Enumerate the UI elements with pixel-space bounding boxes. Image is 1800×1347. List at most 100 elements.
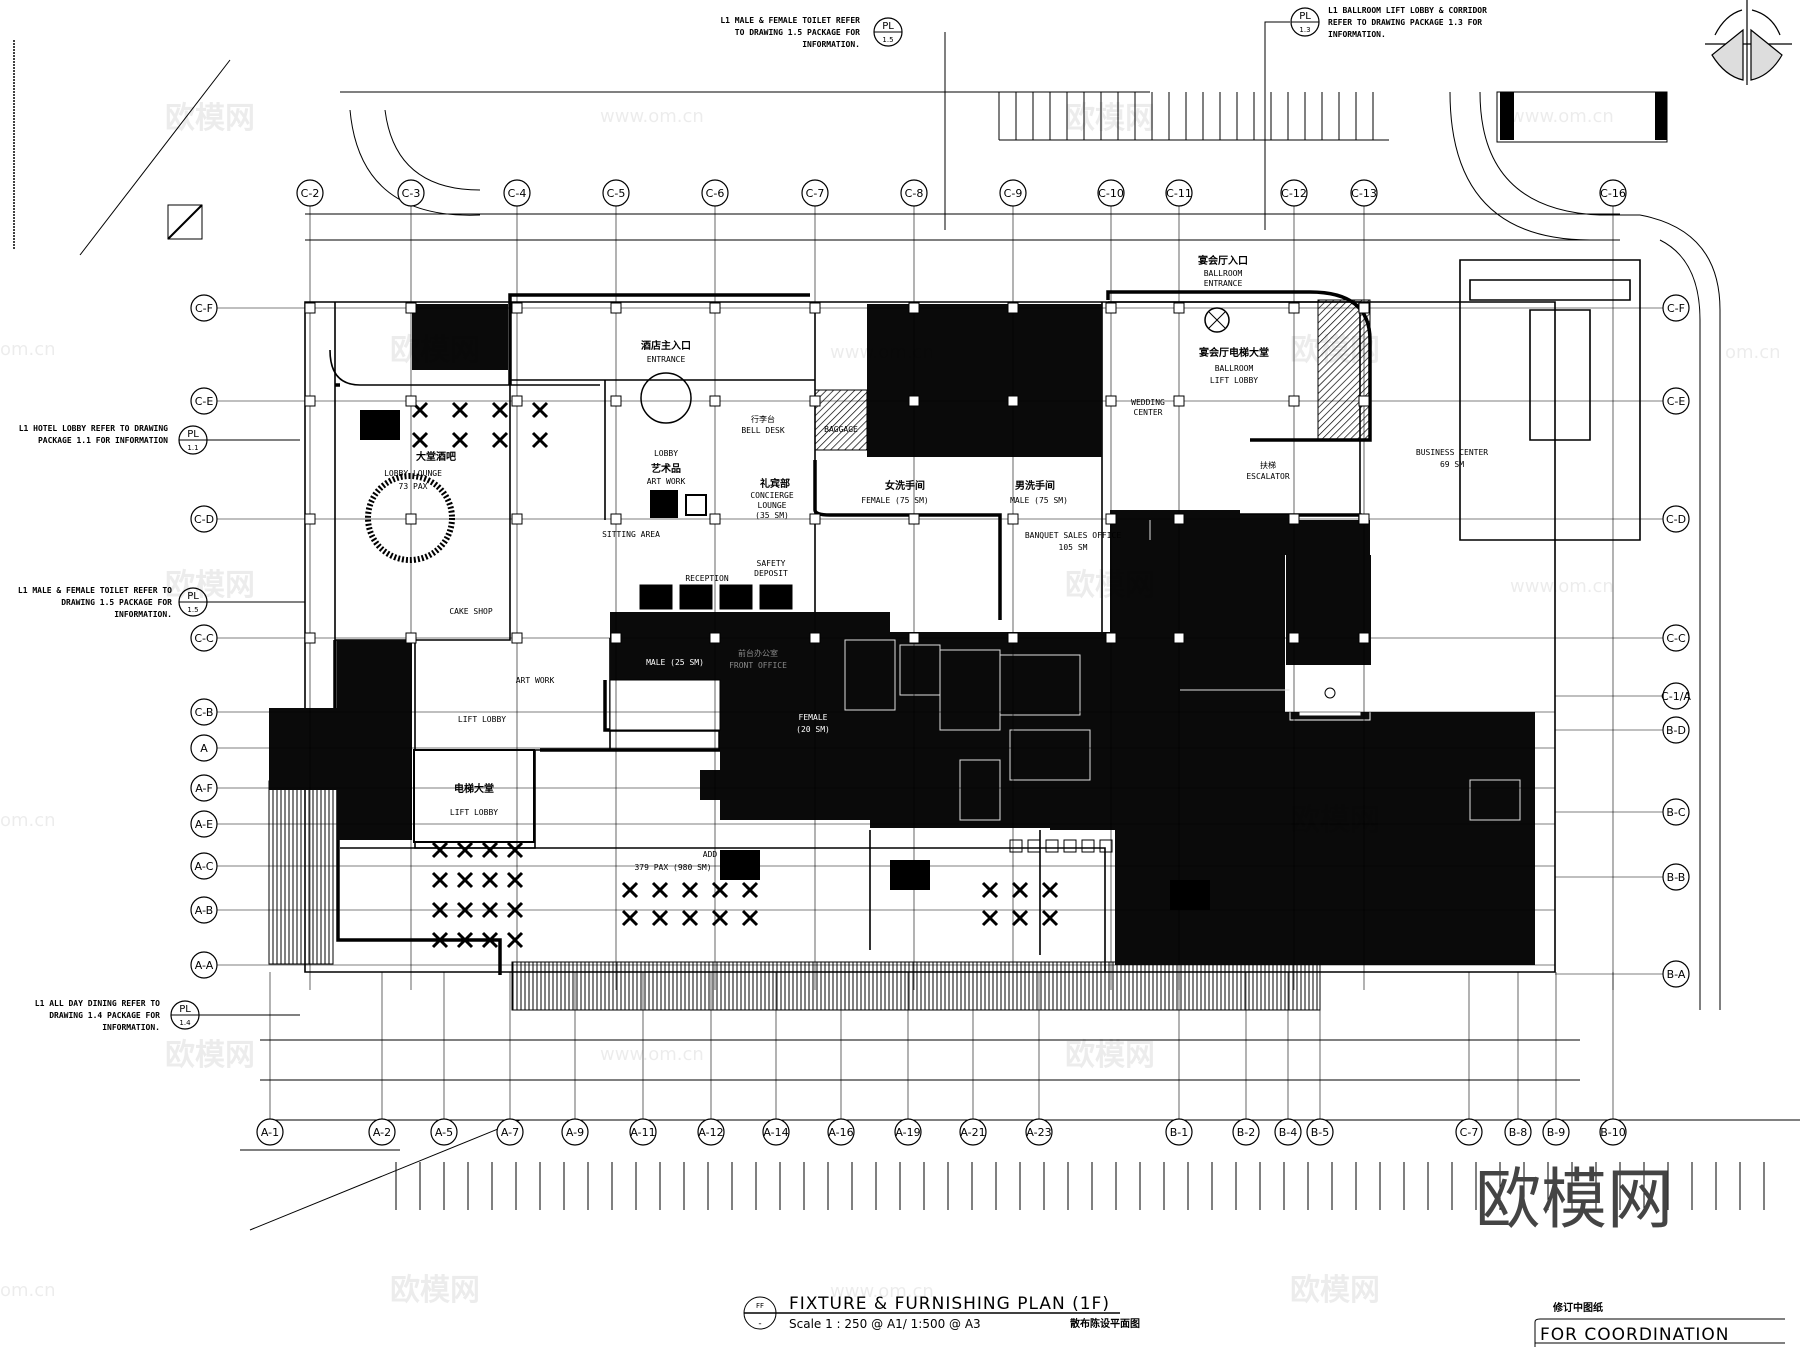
female-20-label-2: (20 SM): [796, 725, 830, 734]
grid-label: C-D: [1666, 513, 1686, 526]
svg-text:欧模网: 欧模网: [165, 568, 255, 603]
grid-bubble-bottom: B-2: [1232, 1118, 1260, 1146]
ballroom-lift-lobby-cn-label: 宴会厅电梯大堂: [1199, 346, 1269, 359]
landscape-strip: [511, 961, 1321, 1011]
callout-pl-1-1: PL1.1L1 HOTEL LOBBY REFER TO DRAWINGPACK…: [19, 424, 300, 455]
lobby-lounge-label-1: LOBBY LOUNGE: [384, 469, 442, 478]
grid-label: A: [200, 742, 208, 755]
grid-label: A-F: [195, 782, 213, 795]
drawing-title: FIXTURE & FURNISHING PLAN (1F): [789, 1294, 1110, 1314]
grid-bubble-bottom: A-23: [1025, 1118, 1053, 1146]
north-arrow-icon: [1705, 0, 1792, 85]
callout-text: PACKAGE 1.1 FOR INFORMATION: [38, 436, 168, 445]
svg-text:www.om.cn: www.om.cn: [600, 106, 704, 127]
business-center-label-1: BUSINESS CENTER: [1416, 448, 1488, 457]
grid-bubble-left: C-C: [190, 624, 218, 652]
grid-bubble-left: C-B: [190, 698, 218, 726]
svg-text:www.om.cn: www.om.cn: [1510, 106, 1614, 127]
lift-lobby-label: LIFT LOBBY: [450, 808, 498, 817]
spiral-stair: [365, 473, 455, 563]
grid-bubble-right: B-C: [1662, 798, 1690, 826]
art-work-icon: [650, 490, 678, 518]
grid-bubble-left: A-B: [190, 896, 218, 924]
grid-label: B-5: [1311, 1126, 1330, 1139]
male-25-label: MALE (25 SM): [646, 658, 704, 667]
ballroom-entrance-label-2: ENTRANCE: [1204, 279, 1243, 288]
cake-shop-label: CAKE SHOP: [449, 607, 493, 616]
logo-watermark: 欧模网: [1475, 1161, 1673, 1238]
grid-label: A-12: [698, 1126, 723, 1139]
banquet-sales-label-1: BANQUET SALES OFFICE: [1025, 531, 1122, 540]
sitting-area-label: SITTING AREA: [602, 530, 660, 539]
parking-stalls: [395, 91, 1765, 1210]
dining-capacity-label: 379 PAX (980 SM): [634, 863, 711, 872]
callout-ref: 1.5: [882, 36, 893, 44]
grid-label: B-A: [1667, 968, 1686, 981]
grid-bubble-bottom: B-9: [1542, 1118, 1570, 1146]
grid-bubble-bottom: A-19: [894, 1118, 922, 1146]
grid-label: B-4: [1279, 1126, 1298, 1139]
grid-label: C-1/A: [1661, 690, 1691, 703]
grid-bubble-left: A-A: [190, 951, 218, 979]
concierge-cn-label: 礼宾部: [760, 477, 790, 490]
svg-text:欧模网: 欧模网: [1065, 1038, 1155, 1073]
escalator-label: ESCALATOR: [1246, 472, 1290, 481]
callout-tag: PL: [187, 591, 199, 602]
callout-text: INFORMATION.: [102, 1023, 160, 1032]
grid-label: B-8: [1509, 1126, 1528, 1139]
grid-label: B-1: [1170, 1126, 1189, 1139]
grid-bubble-right: C-D: [1662, 505, 1690, 533]
title-bubble-tag: FF: [756, 1302, 764, 1310]
grid-label: C-7: [806, 187, 825, 200]
callout-text: TO DRAWING 1.5 PACKAGE FOR: [735, 28, 860, 37]
svg-text:欧模网: 欧模网: [390, 333, 480, 368]
safety-deposit-label-2: DEPOSIT: [754, 569, 788, 578]
grid-bubble-top: C-10: [1097, 179, 1125, 207]
grid-label: C-13: [1351, 187, 1377, 200]
concierge-label-1: CONCIERGE: [750, 491, 794, 500]
svg-text:欧模网: 欧模网: [1290, 803, 1380, 838]
grid-label: C-D: [194, 513, 214, 526]
add-label: ADD: [703, 850, 718, 859]
grid-label: C-C: [194, 632, 214, 645]
svg-text:www.om.cn: www.om.cn: [1510, 576, 1614, 597]
ballroom-entrance-label-1: BALLROOM: [1204, 269, 1243, 278]
ballroom-entrance-cn-label: 宴会厅入口: [1198, 254, 1248, 267]
drawing-title-cn: 散布陈设平面图: [1070, 1317, 1140, 1330]
concierge-label-2: LOUNGE: [758, 501, 787, 510]
svg-text:欧模网: 欧模网: [165, 1038, 255, 1073]
grid-bubble-bottom: A-11: [629, 1118, 657, 1146]
grid-bubble-right: C-E: [1662, 387, 1690, 415]
grid-bubble-top: C-5: [602, 179, 630, 207]
grid-label: C-E: [195, 395, 214, 408]
ballroom-door-x: [1208, 311, 1226, 329]
svg-text:om.cn: om.cn: [0, 339, 56, 360]
svg-text:欧模网: 欧模网: [1290, 333, 1380, 368]
grid-label: A-5: [435, 1126, 453, 1139]
ballroom-lift-lobby-label-1: BALLROOM: [1215, 364, 1254, 373]
grid-bubble-top: C-8: [900, 179, 928, 207]
grid-bubble-right: C-1/A: [1661, 682, 1691, 710]
svg-text:欧模网: 欧模网: [1065, 568, 1155, 603]
grid-bubble-top: C-6: [701, 179, 729, 207]
bell-desk-cn-label: 行李台: [751, 414, 775, 424]
callout-text: INFORMATION.: [1328, 30, 1386, 39]
wedding-center-label-2: CENTER: [1134, 408, 1163, 417]
grid-bubble-left: C-D: [190, 505, 218, 533]
grid-label: A-C: [195, 860, 214, 873]
back-of-house-zones: [269, 304, 1535, 965]
lift-lobby-cn-label: 电梯大堂: [454, 782, 494, 795]
svg-text:www.om.cn: www.om.cn: [600, 1044, 704, 1065]
grid-bubble-bottom: A-21: [959, 1118, 987, 1146]
grid-label: C-6: [706, 187, 725, 200]
grid-label: C-4: [508, 187, 527, 200]
grid-bubble-bottom: B-10: [1599, 1118, 1627, 1146]
callout-text: REFER TO DRAWING PACKAGE 1.3 FOR: [1328, 18, 1482, 27]
grid-bubble-top: C-7: [801, 179, 829, 207]
grid-label: A-7: [501, 1126, 519, 1139]
grid-label: C-11: [1166, 187, 1192, 200]
grid-label: C-3: [402, 187, 421, 200]
baggage-room: [814, 389, 868, 451]
callout-text: L1 ALL DAY DINING REFER TO: [35, 999, 160, 1008]
